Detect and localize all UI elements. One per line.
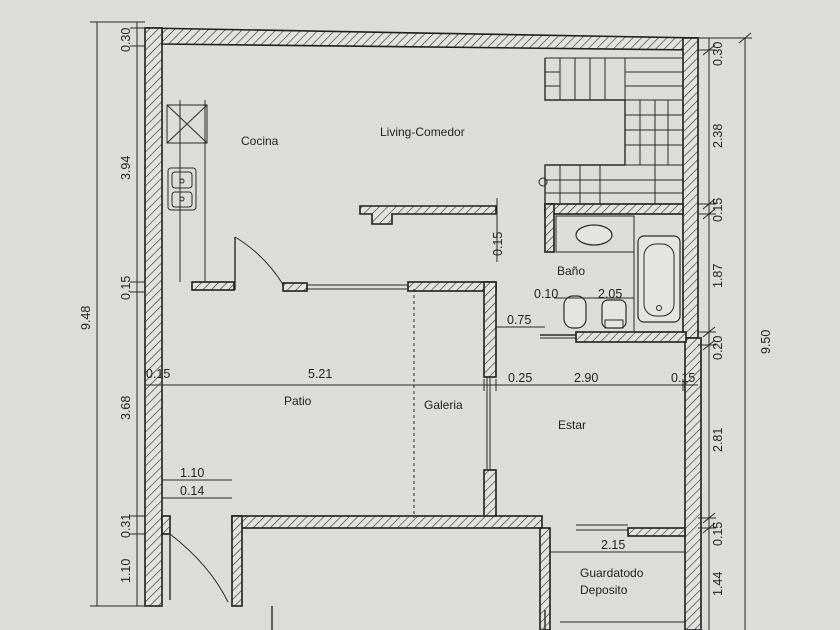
- wall-lower-top: [231, 515, 543, 529]
- bathtub: [637, 235, 681, 323]
- wall-galeria-vertical: [483, 281, 497, 378]
- dim-h-110: 1.10: [180, 466, 204, 480]
- dim-right-015b: 0.15: [711, 522, 725, 546]
- dim-h-015-left: 0.15: [146, 367, 170, 381]
- room-label-bano: Baño: [557, 264, 585, 278]
- wall-small-left: [161, 515, 171, 535]
- wall-galeria-lower: [483, 469, 497, 521]
- dim-right-015a: 0.15: [711, 198, 725, 222]
- toilet: [601, 299, 627, 329]
- wall-living-counter: [359, 205, 497, 225]
- dim-v-015-mid: 0.15: [491, 232, 505, 256]
- dim-h-075: 0.75: [507, 313, 531, 327]
- dim-left-total: 9.48: [79, 306, 93, 330]
- room-label-patio: Patio: [284, 394, 312, 408]
- bano-sink: [575, 224, 613, 246]
- dim-left-030: 0.30: [119, 28, 133, 52]
- dim-right-030: 0.30: [711, 42, 725, 66]
- wall-bano-left: [544, 203, 555, 253]
- dim-left-394: 3.94: [119, 156, 133, 180]
- dim-right-144: 1.44: [711, 572, 725, 596]
- dim-h-015-right: 0.15: [671, 371, 695, 385]
- dim-right-187: 1.87: [711, 264, 725, 288]
- wall-left: [144, 27, 163, 607]
- room-label-cocina: Cocina: [241, 134, 279, 148]
- dim-left-015: 0.15: [119, 276, 133, 300]
- wall-bano-bottom: [575, 331, 687, 343]
- wall-guardatodo-top: [627, 527, 686, 537]
- room-label-galeria: Galeria: [424, 398, 463, 412]
- dim-right-020: 0.20: [711, 336, 725, 360]
- wall-right-upper: [682, 37, 699, 339]
- room-label-deposito: Deposito: [580, 583, 628, 597]
- dim-h-215: 2.15: [601, 538, 625, 552]
- dim-right-281: 2.81: [711, 428, 725, 452]
- dim-left-110: 1.10: [119, 559, 133, 583]
- dim-h-014: 0.14: [180, 484, 204, 498]
- room-label-guardatodo: Guardatodo: [580, 566, 644, 580]
- dim-left-031: 0.31: [119, 514, 133, 538]
- wall-right-lower: [684, 337, 702, 630]
- dim-h-010: 0.10: [534, 287, 558, 301]
- dim-h-290: 2.90: [574, 371, 598, 385]
- dimension-lines: [90, 21, 752, 630]
- wall-living-patio: [407, 281, 497, 292]
- wall-kitchen-partition: [191, 281, 235, 291]
- dimension-labels: 0.30 3.94 0.15 3.68 0.31 1.10 9.48 0.30 …: [79, 28, 773, 596]
- dim-h-025: 0.25: [508, 371, 532, 385]
- room-label-estar: Estar: [558, 418, 586, 432]
- room-labels: Cocina Living-Comedor Baño Patio Galeria…: [241, 125, 644, 597]
- dim-h-521: 5.21: [308, 367, 332, 381]
- interior-lines: [166, 57, 685, 630]
- wall-lower-right: [539, 527, 551, 630]
- wall-bano-top: [544, 203, 684, 215]
- wall-lower-left: [231, 515, 243, 607]
- dim-right-total: 9.50: [759, 330, 773, 354]
- bidet: [563, 295, 587, 329]
- room-label-living-comedor: Living-Comedor: [380, 125, 465, 139]
- wall-stub-1: [282, 282, 308, 292]
- dim-left-368: 3.68: [119, 396, 133, 420]
- dim-h-205: 2.05: [598, 287, 622, 301]
- dim-right-238: 2.38: [711, 124, 725, 148]
- walls: [144, 27, 702, 630]
